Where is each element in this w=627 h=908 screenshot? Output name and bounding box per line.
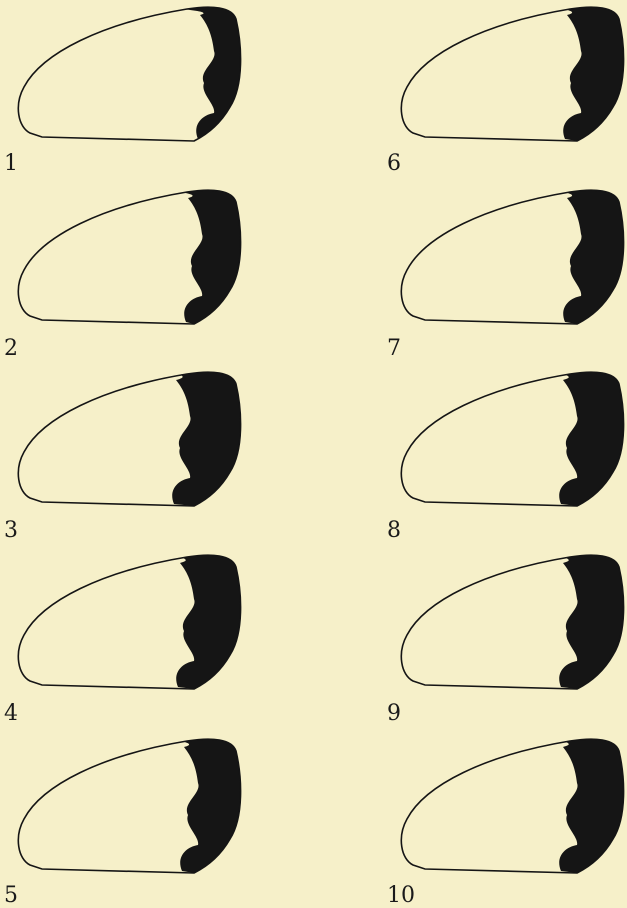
figure-label: 10	[387, 885, 415, 907]
figure-label: 2	[4, 338, 18, 360]
dark-patch	[176, 555, 240, 689]
figure-label: 3	[4, 520, 18, 542]
figure-label: 7	[387, 338, 401, 360]
wing-figure-8	[401, 372, 623, 506]
figure-label: 5	[4, 885, 18, 907]
wing-figure-10	[401, 739, 623, 873]
wing-figure-7	[401, 190, 623, 324]
figure-label: 1	[4, 153, 18, 175]
figure-label: 4	[4, 703, 18, 725]
wing-figure-1	[18, 7, 240, 141]
dark-patch	[559, 739, 623, 873]
wing-figure-4	[18, 555, 240, 689]
figure-label: 9	[387, 703, 401, 725]
wing-figure-3	[18, 372, 240, 506]
figure-label: 6	[387, 153, 401, 175]
dark-patch	[563, 190, 623, 324]
dark-patch	[183, 190, 241, 324]
dark-patch	[559, 372, 623, 506]
wing-figure-5	[18, 739, 240, 873]
wing-figure-9	[401, 555, 623, 689]
wing-figure-6	[401, 7, 623, 141]
dark-patch	[180, 739, 240, 873]
dark-patch	[184, 7, 241, 141]
wing-figure-2	[18, 190, 240, 324]
dark-patch	[559, 555, 623, 689]
dark-patch	[563, 7, 623, 141]
dark-patch	[172, 372, 240, 506]
figure-label: 8	[387, 520, 401, 542]
